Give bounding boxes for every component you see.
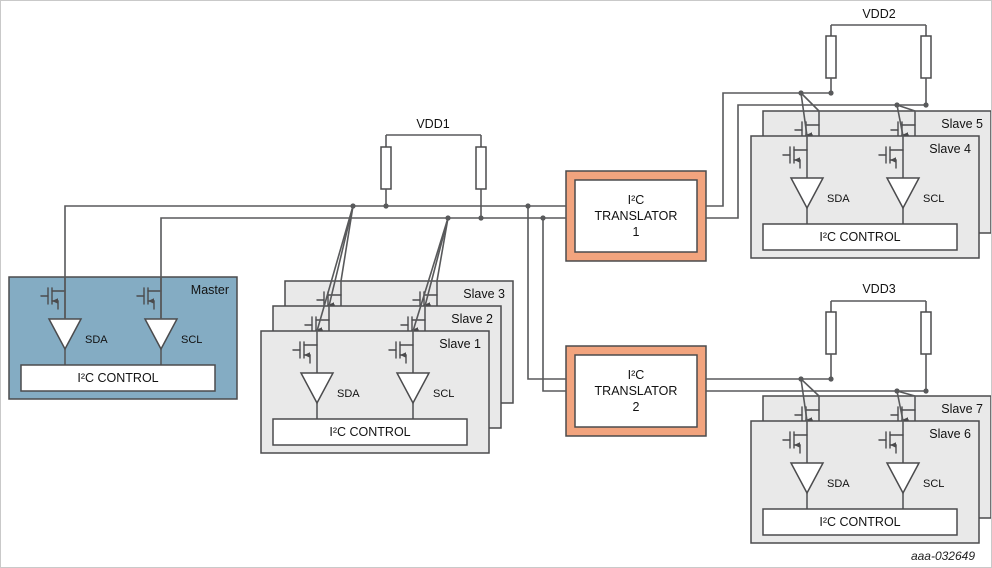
scl-pin-label: SCL [923,193,944,205]
scl-pin-label: SCL [181,334,202,346]
master-label: Master [191,283,229,297]
device-master: Master SDA SCL I²C CONTROL [8,276,238,400]
scl-pin-label: SCL [923,478,944,490]
internal-wires [316,331,414,419]
slave-tap-wires [316,92,916,422]
scl-buffer-icon [885,177,921,210]
vdd1-label: VDD1 [416,117,449,131]
slave-3-label: Slave 3 [463,287,505,301]
bus-wires [64,92,926,392]
pullup-resistor [380,146,392,190]
sda-buffer-icon [299,372,335,405]
sda-buffer-icon [789,177,825,210]
vdd2-rail: VDD2 [825,7,932,105]
scl-pin-label: SCL [433,388,454,400]
i2c-control-label: I²C CONTROL [329,425,410,439]
translator-1: I²C TRANSLATOR 1 [565,170,707,262]
vdd3-rail: VDD3 [825,282,932,391]
translator-2-title-line2: TRANSLATOR [595,384,678,398]
junction-dots [350,90,929,394]
device-slave-6: Slave 6 SDA SCL I²C CONTROL [750,420,980,544]
scl-buffer-icon [395,372,431,405]
internal-wires [806,136,904,224]
vdd3-label: VDD3 [862,282,895,296]
sda-pin-label: SDA [827,193,850,205]
pullup-resistor [920,311,932,355]
slave-5-label: Slave 5 [941,117,983,131]
i2c-control-label: I²C CONTROL [819,515,900,529]
scl-buffer-icon [885,462,921,495]
sda-pin-label: SDA [827,478,850,490]
pullup-resistor [920,35,932,79]
i2c-control-box [762,223,958,251]
slave-4-label: Slave 4 [929,142,971,156]
pullup-resistor [825,35,837,79]
vdd1-rail: VDD1 [380,117,487,218]
device-slave-1: Slave 1 SDA SCL I²C CONTROL [260,330,490,454]
i2c-control-label: I²C CONTROL [77,371,158,385]
translator-1-title-line1: I²C [628,193,645,207]
translator-2-title-line1: I²C [628,368,645,382]
i2c-control-box [762,508,958,536]
translator-1-inner [574,179,698,253]
translator-2: I²C TRANSLATOR 2 [565,345,707,437]
sda-pin-label: SDA [337,388,360,400]
vdd2-label: VDD2 [862,7,895,21]
sda-buffer-icon [789,462,825,495]
figure-id-watermark: aaa-032649 [911,549,975,563]
slave-2-label: Slave 2 [451,312,493,326]
internal-wires [806,421,904,509]
translator-2-title-line3: 2 [633,400,640,414]
sda-pin-label: SDA [85,334,108,346]
i2c-control-label: I²C CONTROL [819,230,900,244]
translator-1-title-line3: 1 [633,225,640,239]
translator-2-inner [574,354,698,428]
slave-1-label: Slave 1 [439,337,481,351]
slave-6-label: Slave 6 [929,427,971,441]
slave-7-label: Slave 7 [941,402,983,416]
pullup-resistor [475,146,487,190]
device-slave-4: Slave 4 SDA SCL I²C CONTROL [750,135,980,259]
i2c-control-box [272,418,468,446]
i2c-control-box [20,364,216,392]
translator-1-title-line2: TRANSLATOR [595,209,678,223]
pullup-resistor [825,311,837,355]
